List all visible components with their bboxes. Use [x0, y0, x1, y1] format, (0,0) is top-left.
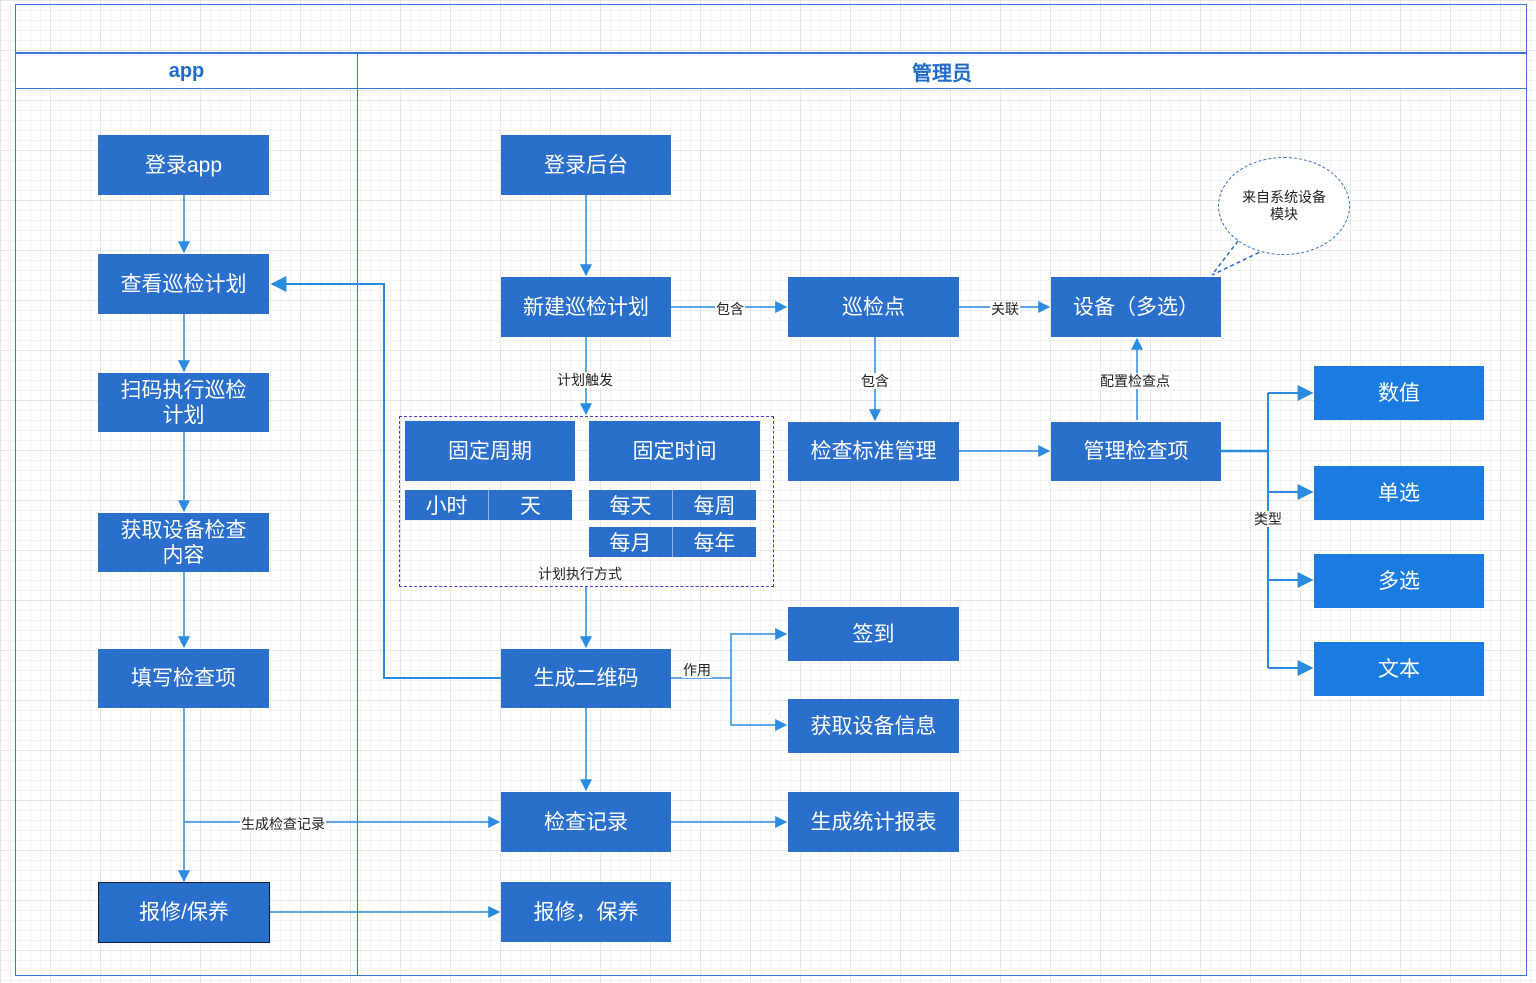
fixed-time-options-row2: 每月 每年: [589, 527, 756, 557]
option-daily[interactable]: 每天: [609, 495, 652, 518]
admin-login-box[interactable]: 登录后台: [501, 135, 671, 195]
lane-header-app: app: [15, 53, 358, 89]
option-monthly[interactable]: 每月: [609, 532, 652, 555]
note-cloud: 来自系统设备模块: [1218, 157, 1350, 255]
pool-title-bar: [15, 4, 1527, 53]
lane-header-admin: 管理员: [357, 53, 1527, 89]
inspection-point-box[interactable]: 巡检点: [788, 277, 959, 337]
option-weekly[interactable]: 每周: [672, 490, 756, 520]
scan-execute-box[interactable]: 扫码执行巡检计划: [98, 373, 269, 432]
edge-label-plan-trigger: 计划触发: [556, 372, 614, 388]
app-login-box[interactable]: 登录app: [98, 135, 269, 195]
option-hour[interactable]: 小时: [425, 495, 468, 518]
fixed-time-box[interactable]: 固定时间: [589, 421, 760, 481]
sign-in-box[interactable]: 签到: [788, 607, 959, 661]
edge-label-contains-1: 包含: [715, 301, 745, 317]
edge-label-contains-2: 包含: [860, 373, 890, 389]
standard-mgmt-box[interactable]: 检查标准管理: [788, 422, 959, 481]
edge-label-config-points: 配置检查点: [1099, 373, 1171, 389]
edge-label-generate-record: 生成检查记录: [240, 816, 326, 832]
get-check-content-box[interactable]: 获取设备检查内容: [98, 513, 269, 572]
fill-items-box[interactable]: 填写检查项: [98, 649, 269, 708]
view-plan-box[interactable]: 查看巡检计划: [98, 254, 269, 314]
app-repair-box[interactable]: 报修/保养: [98, 882, 270, 943]
edge-label-type: 类型: [1253, 511, 1283, 527]
option-day[interactable]: 天: [488, 490, 572, 520]
type-single-box[interactable]: 单选: [1314, 466, 1484, 520]
fixed-time-options-row1: 每天 每周: [589, 490, 756, 520]
new-plan-box[interactable]: 新建巡检计划: [501, 277, 671, 337]
option-yearly[interactable]: 每年: [672, 527, 756, 557]
report-box[interactable]: 生成统计报表: [788, 792, 959, 852]
manage-items-box[interactable]: 管理检查项: [1051, 422, 1221, 481]
get-device-info-box[interactable]: 获取设备信息: [788, 699, 959, 753]
check-record-box[interactable]: 检查记录: [501, 792, 671, 852]
device-box[interactable]: 设备（多选）: [1051, 277, 1221, 337]
fixed-cycle-box[interactable]: 固定周期: [405, 421, 575, 481]
type-text-box[interactable]: 文本: [1314, 642, 1484, 696]
type-multi-box[interactable]: 多选: [1314, 554, 1484, 608]
generate-qr-box[interactable]: 生成二维码: [501, 649, 671, 708]
admin-repair-box[interactable]: 报修，保养: [501, 882, 671, 942]
fixed-cycle-options: 小时 天: [405, 490, 572, 520]
plan-mode-group: [399, 416, 774, 587]
plan-mode-caption: 计划执行方式: [538, 566, 622, 582]
edge-label-purpose: 作用: [682, 662, 712, 678]
type-numeric-box[interactable]: 数值: [1314, 366, 1484, 420]
edge-label-relates: 关联: [990, 301, 1020, 317]
